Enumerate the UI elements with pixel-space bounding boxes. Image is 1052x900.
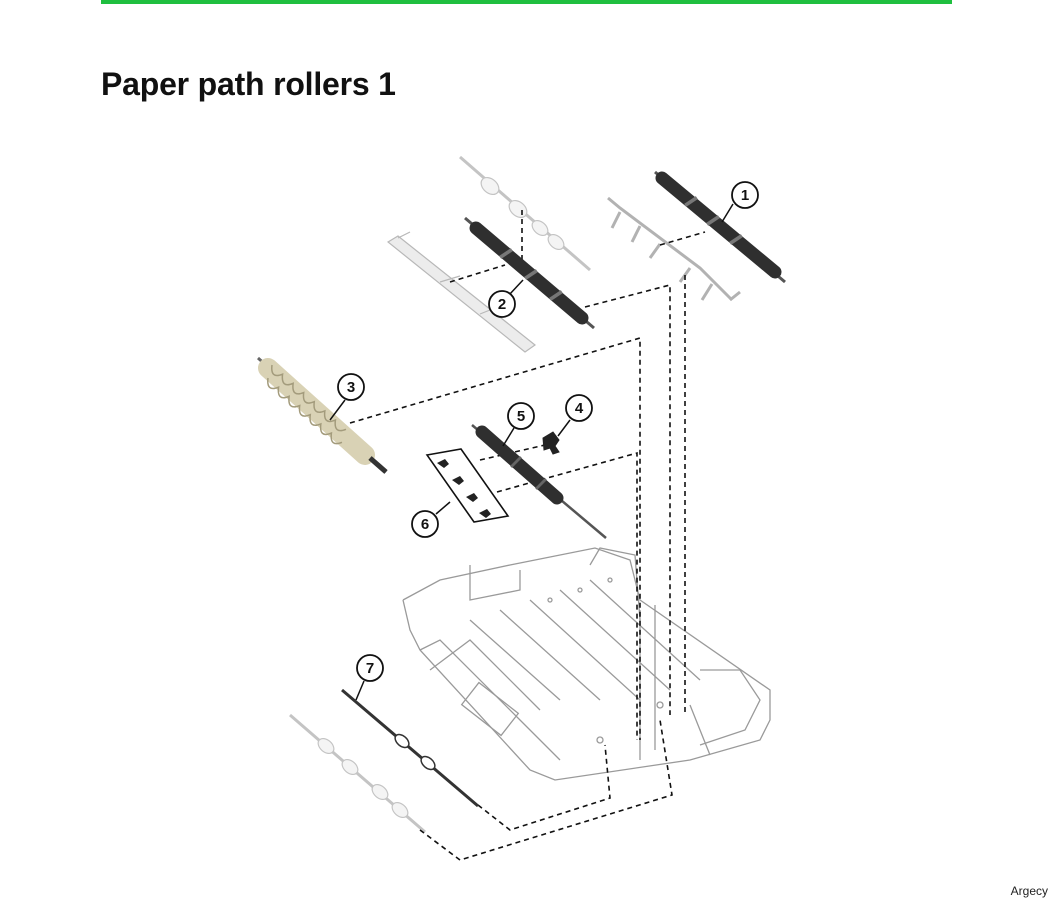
callout-6: 6 [411, 510, 439, 538]
callout-5: 5 [507, 402, 535, 430]
callout-7: 7 [356, 654, 384, 682]
upper-guide-bracket-faded [386, 231, 537, 353]
svg-text:5: 5 [517, 408, 525, 425]
callout-1: 1 [731, 181, 759, 209]
shaft-part-7 [341, 688, 479, 808]
svg-text:2: 2 [498, 296, 506, 313]
svg-text:4: 4 [575, 400, 584, 417]
svg-text:1: 1 [741, 187, 749, 204]
svg-text:6: 6 [421, 516, 429, 533]
upper-shaft-faded [459, 155, 591, 272]
clip-kit-part-6 [425, 448, 510, 523]
dashed-leaders [349, 210, 706, 861]
roller-part-5 [471, 424, 607, 539]
page-title: Paper path rollers 1 [101, 66, 396, 102]
brush-roller-part-3 [257, 356, 388, 474]
svg-text:3: 3 [347, 379, 355, 396]
callout-4: 4 [565, 394, 593, 422]
callout-3: 3 [337, 373, 365, 401]
callout-leaders [329, 203, 734, 701]
printer-frame [402, 547, 771, 781]
svg-text:7: 7 [366, 660, 374, 677]
top-accent-rule [101, 0, 952, 4]
roller-part-2 [464, 216, 595, 330]
spring-clip-part-4 [542, 431, 560, 455]
lower-shaft-faded [289, 713, 426, 834]
footer-brand: Argecy [1010, 884, 1048, 898]
right-guide-bracket-faded [607, 196, 741, 302]
roller-part-1 [654, 170, 786, 284]
callout-2: 2 [488, 290, 516, 318]
